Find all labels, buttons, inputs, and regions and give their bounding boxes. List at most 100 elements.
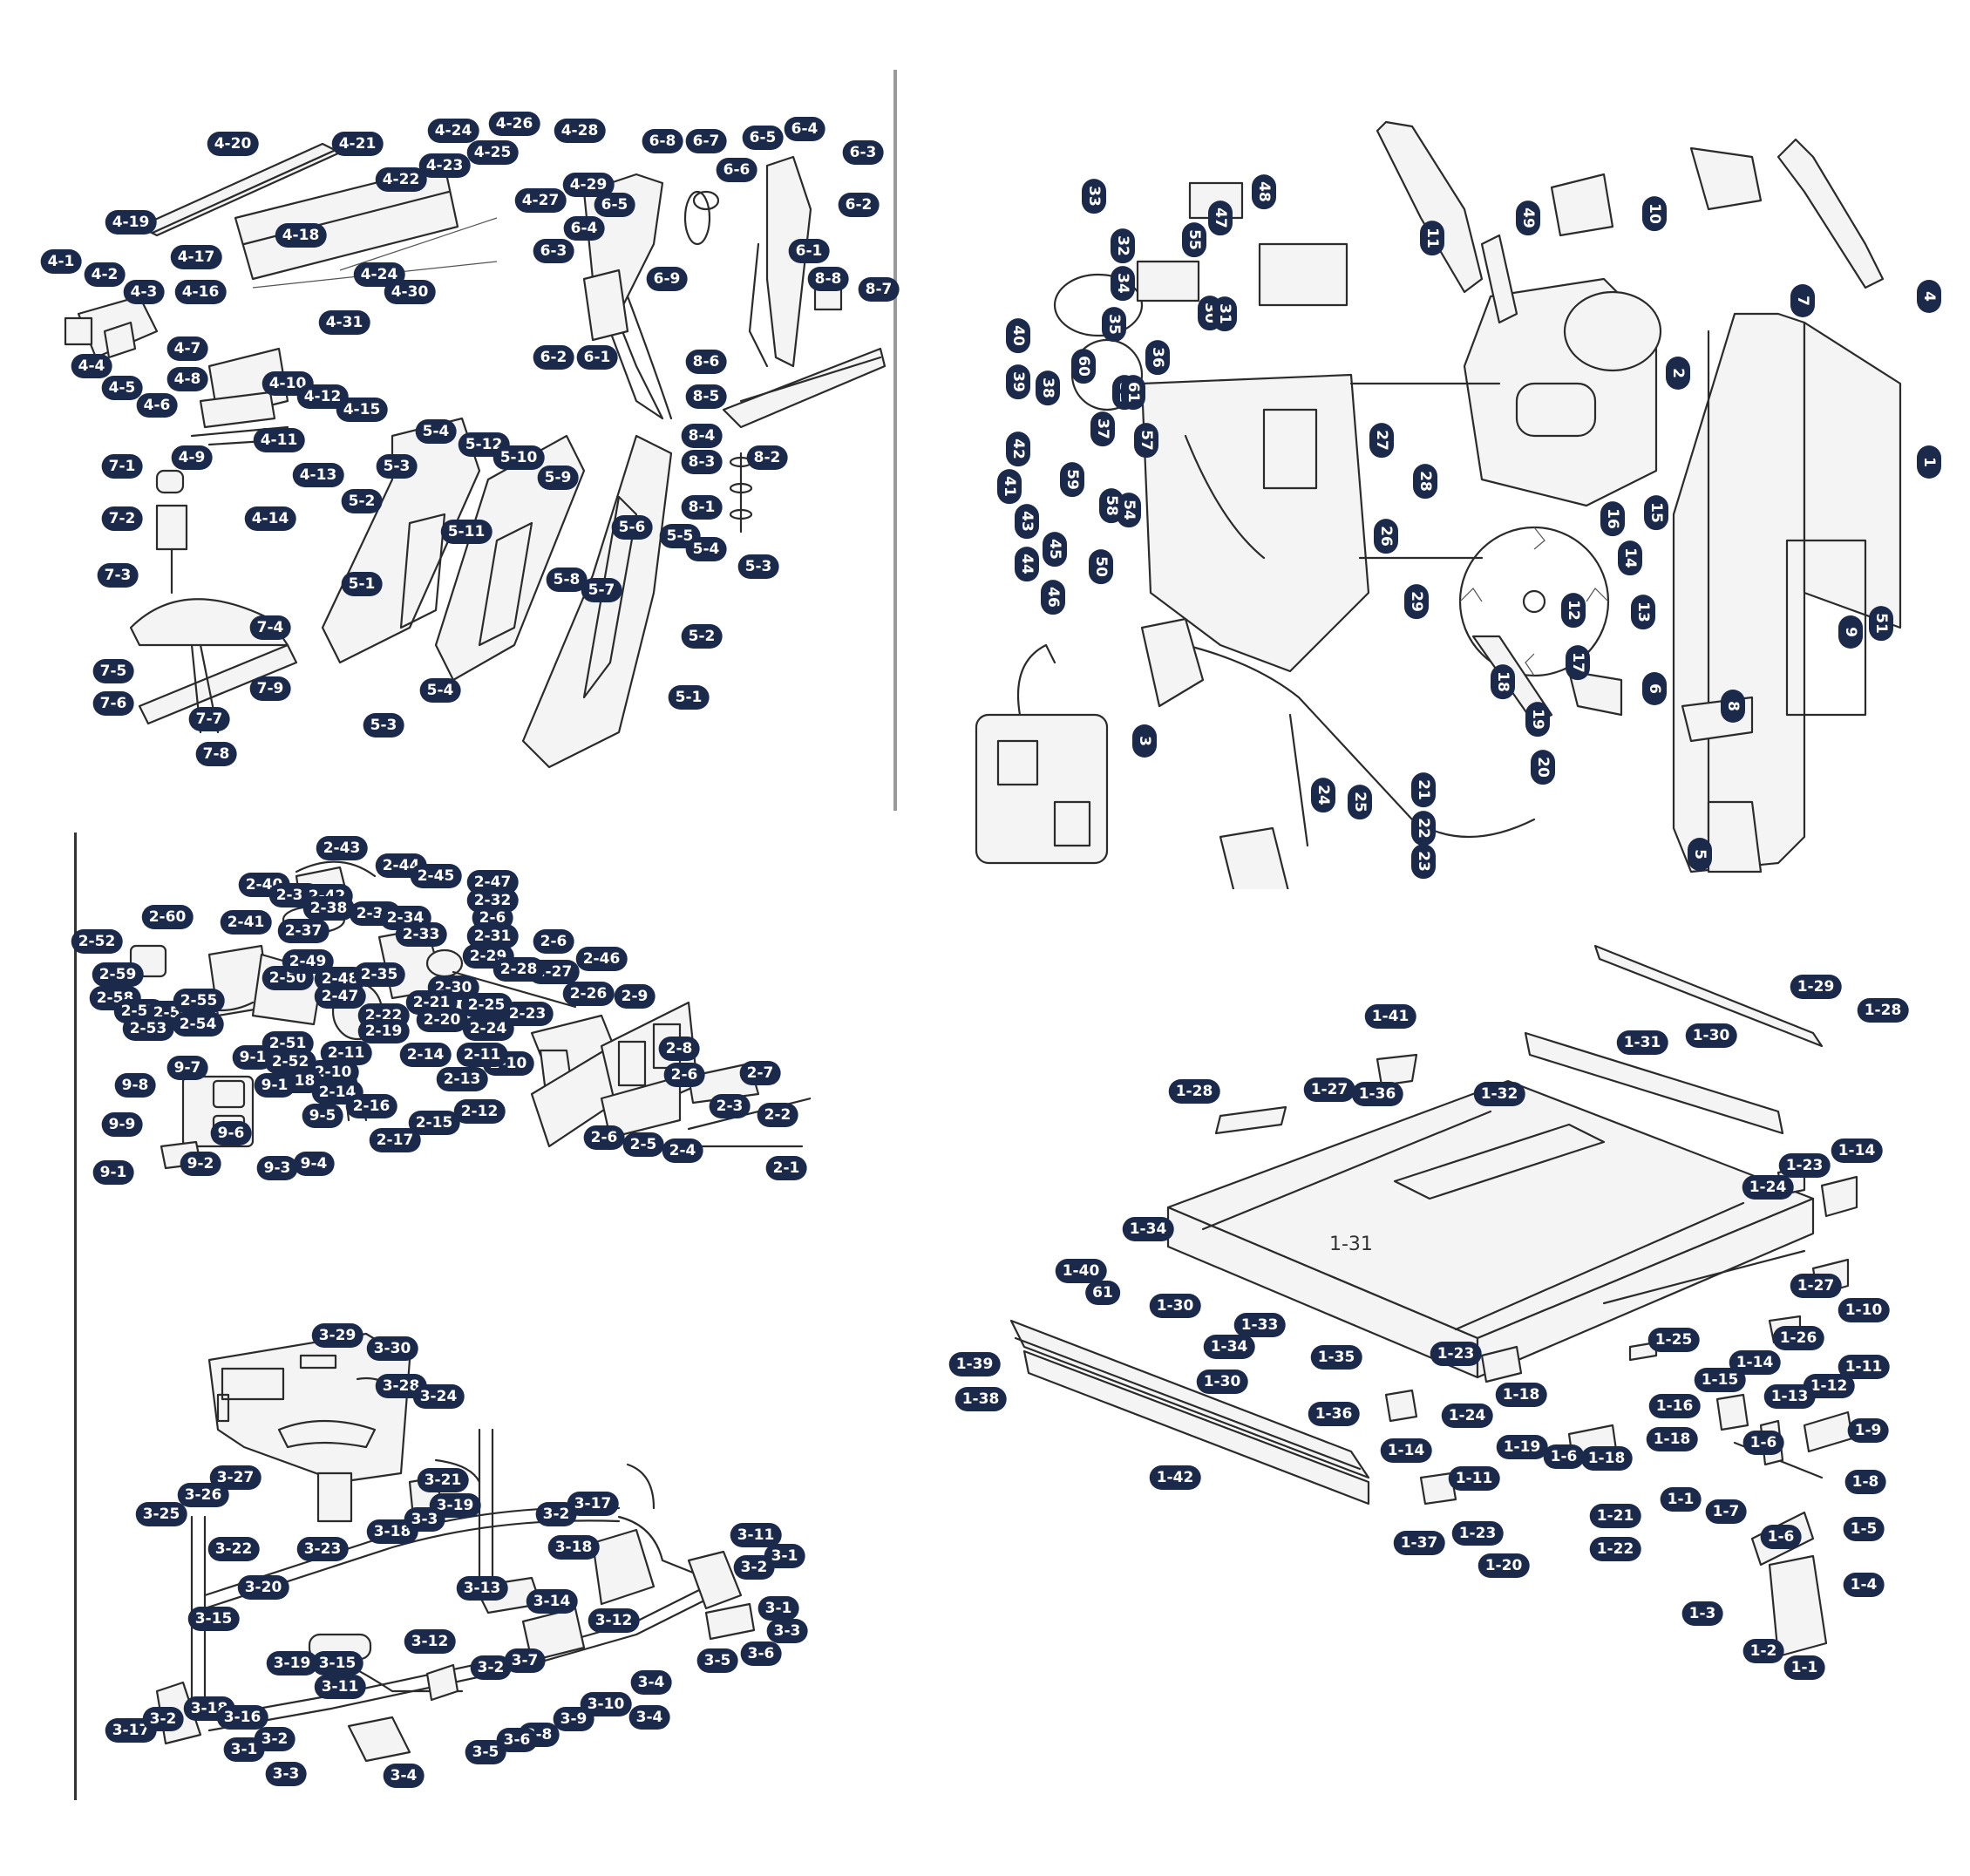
part-label: 4-13 [292, 463, 344, 487]
part-label: 9-1 [232, 1045, 274, 1070]
part-label: 3-19 [266, 1651, 318, 1675]
part-label: 1-10 [1838, 1298, 1890, 1322]
part-label: 4-31 [318, 310, 370, 335]
part-label: 1-26 [1772, 1326, 1824, 1350]
part-label: 7 [1790, 284, 1815, 317]
part-label: 14 [1618, 540, 1642, 575]
part-label: 1-6 [1543, 1444, 1585, 1469]
part-label: 2-2 [757, 1103, 798, 1127]
part-label: 6-2 [838, 193, 880, 217]
part-label: 24 [1311, 778, 1335, 812]
part-label: 11 [1420, 221, 1444, 255]
part-label: 1-34 [1122, 1217, 1174, 1241]
part-label: 9-4 [293, 1152, 335, 1176]
frame-assembly-drawing [155, 1332, 756, 1763]
part-label: 3-24 [412, 1384, 465, 1409]
part-label: 2-17 [369, 1128, 421, 1152]
part-label: 1-41 [1364, 1004, 1416, 1029]
part-label: 27 [1369, 423, 1394, 458]
part-label: 8-5 [685, 384, 727, 409]
part-label: 1-21 [1589, 1504, 1641, 1528]
part-label: 9-9 [101, 1112, 143, 1137]
part-label: 2-3 [709, 1094, 751, 1118]
part-label: 20 [1531, 750, 1555, 785]
part-label: 9 [1838, 615, 1863, 649]
part-label: 6-1 [788, 239, 830, 263]
part-label: 1-36 [1308, 1402, 1360, 1426]
part-label: 1-35 [1310, 1345, 1362, 1370]
part-label: 5-6 [611, 515, 653, 540]
part-label: 2-14 [399, 1043, 452, 1067]
part-label: 2-46 [575, 947, 628, 971]
part-label: 2-12 [453, 1099, 506, 1124]
part-label: 3-5 [465, 1740, 506, 1764]
part-label: 3-21 [417, 1468, 469, 1492]
part-label: 8-7 [858, 277, 900, 302]
part-label: 29 [1404, 584, 1429, 619]
part-label: 3-12 [404, 1629, 456, 1654]
part-label: 3-15 [187, 1607, 240, 1631]
part-label: 7-3 [97, 563, 139, 588]
part-label: 1-18 [1580, 1446, 1633, 1471]
part-label: 48 [1252, 174, 1276, 209]
part-label: 2-14 [311, 1080, 363, 1105]
part-label: 38 [1036, 370, 1060, 405]
part-label: 2-35 [353, 962, 405, 987]
part-label: 2-5 [622, 1132, 664, 1157]
part-label: 1-1 [1783, 1655, 1825, 1680]
part-label: 1-16 [1648, 1394, 1701, 1418]
part-label: 1-6 [1760, 1525, 1802, 1549]
part-label: 41 [997, 469, 1022, 504]
part-label: 7-8 [195, 742, 237, 766]
part-label: 2-7 [739, 1061, 781, 1085]
part-label: 12 [1561, 593, 1586, 628]
part-label: 1-30 [1149, 1294, 1201, 1318]
part-label: 46 [1041, 580, 1065, 615]
part-label: 1-19 [1496, 1435, 1548, 1459]
part-label: 3-1 [757, 1596, 799, 1621]
part-label: 3-2 [733, 1555, 775, 1580]
part-label: 6-3 [842, 140, 884, 165]
part-label: 6-7 [685, 129, 727, 153]
part-label: 3-11 [314, 1675, 366, 1699]
part-label: 3-10 [580, 1692, 632, 1716]
part-label: 1-29 [1790, 975, 1842, 999]
part-label: 1-23 [1430, 1342, 1482, 1366]
part-label: 2-38 [302, 896, 355, 921]
part-label: 5-4 [415, 419, 457, 444]
part-label: 1-36 [1351, 1082, 1403, 1106]
part-label: 6-1 [576, 345, 618, 370]
part-label: 1-30 [1196, 1370, 1248, 1394]
part-label: 50 [1089, 549, 1113, 584]
part-label: 4-2 [84, 262, 126, 287]
part-label: 1-15 [1694, 1368, 1746, 1392]
part-label: 3-3 [766, 1619, 808, 1643]
part-label: 2-28 [492, 957, 545, 982]
part-label: 6-4 [563, 216, 605, 241]
diagram-panel-motor-assembly: 2-43 2-44 2-45 2-47 2-40 2-39 2-42 2-32 … [71, 833, 811, 1225]
part-label: 1-40 [1055, 1259, 1107, 1283]
part-label: 4-1 [40, 249, 82, 274]
part-label: 9-3 [256, 1156, 298, 1180]
part-label: 1-38 [954, 1387, 1007, 1411]
part-label: 3-6 [496, 1728, 538, 1752]
part-label: 3-9 [553, 1707, 594, 1731]
part-label: 1-1 [1660, 1487, 1702, 1512]
diagram-panel-table-assembly: 1-31 1-29 1-28 1-41 1-31 1-30 1-27 1-36 … [941, 937, 1953, 1739]
part-label: 5-9 [537, 466, 579, 490]
part-label: 3-11 [730, 1523, 782, 1547]
part-label: 2-47 [466, 870, 519, 894]
part-label: 3-25 [135, 1502, 187, 1526]
part-label: 4-3 [123, 280, 165, 304]
part-label: 8-1 [681, 495, 723, 520]
part-label: 1-9 [1847, 1418, 1889, 1443]
part-label: 4-5 [101, 376, 143, 400]
part-label: 2-60 [141, 905, 194, 929]
part-label: 9-5 [302, 1104, 343, 1128]
part-label: 9-1 [92, 1160, 134, 1185]
part-label: 2-6 [533, 929, 574, 954]
part-label: 2-8 [658, 1037, 700, 1061]
part-label: 1-24 [1441, 1404, 1493, 1428]
part-label: 15 [1644, 495, 1668, 530]
part-label: 2-33 [395, 922, 447, 947]
